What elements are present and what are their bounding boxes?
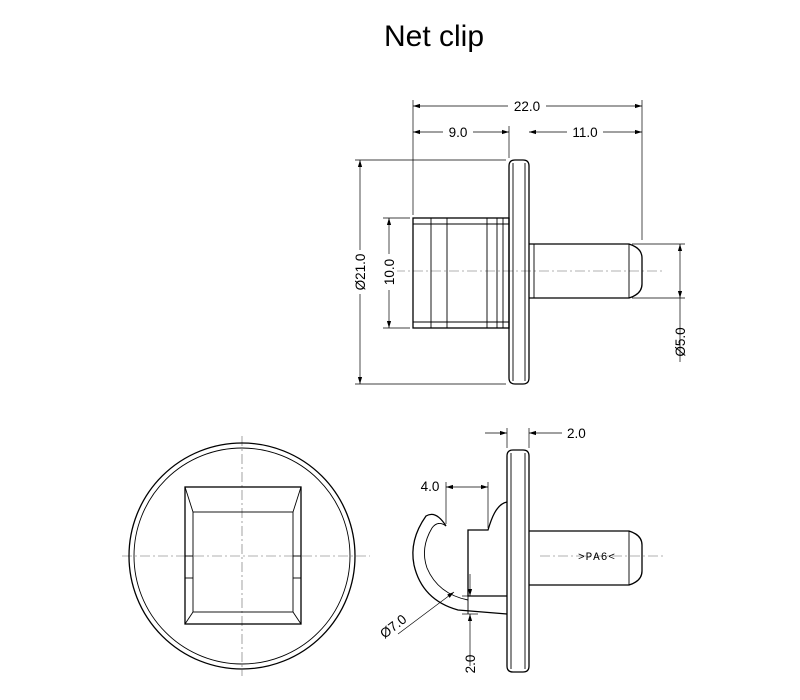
flange-outline [128, 442, 356, 670]
hook-wall-label: 2.0 [463, 655, 478, 674]
flange-body [508, 159, 530, 385]
pin-length-label: 11.0 [572, 125, 597, 140]
shank-height-label: 10.0 [382, 259, 397, 285]
material-mark: >PA6< [578, 552, 616, 564]
section-view: 2.0 4.0 Ø7.0 2.0 >PA6< [377, 426, 665, 673]
section-flange [506, 449, 530, 673]
flange-thickness-label: 2.0 [567, 426, 586, 441]
section-pin [529, 530, 643, 586]
shank-length-label: 9.0 [449, 125, 468, 140]
flange-inner-outline [133, 447, 351, 665]
flange-diameter-label: Ø21.0 [353, 254, 368, 291]
drawing-title: Net clip [384, 20, 484, 53]
shank-body [412, 217, 510, 329]
leader-line [397, 591, 455, 635]
pin-diameter-label: Ø5.0 [673, 327, 688, 356]
hook-body [412, 501, 508, 615]
end-view [122, 436, 370, 676]
overall-length-label: 22.0 [514, 99, 540, 114]
opening-width-label: 4.0 [421, 479, 440, 494]
hook-diameter-label: Ø7.0 [377, 612, 409, 642]
shank-end-outline [184, 486, 302, 625]
side-view: 22.0 9.0 11.0 Ø21.0 10.0 Ø5.0 [352, 98, 688, 385]
pin-body [529, 243, 643, 299]
